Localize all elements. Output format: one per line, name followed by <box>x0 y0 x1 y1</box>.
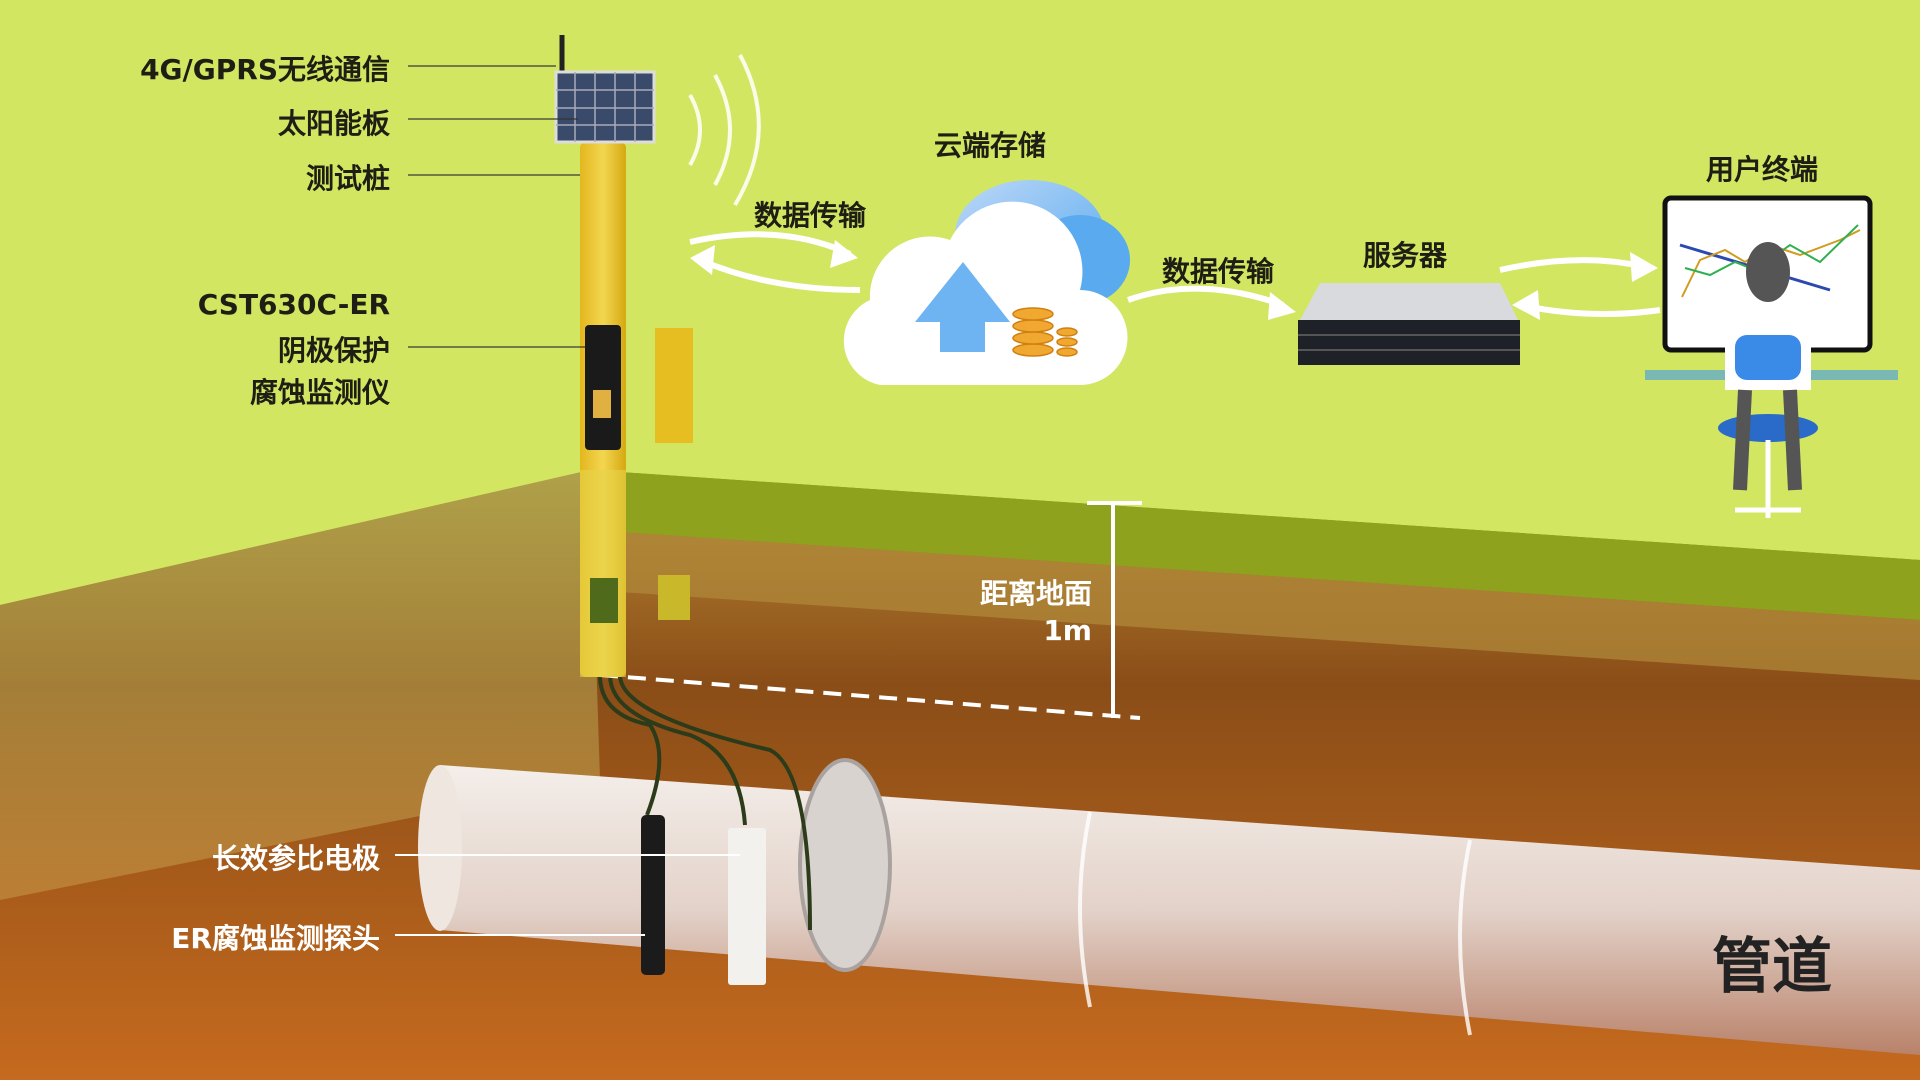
label-data-transfer-1: 数据传输 <box>753 199 867 232</box>
label-solar-panel: 太阳能板 <box>277 107 390 140</box>
label-device-line3: 腐蚀监测仪 <box>249 376 390 409</box>
label-depth-value: 1m <box>1043 614 1092 647</box>
label-data-transfer-2: 数据传输 <box>1161 255 1275 288</box>
label-cloud-storage: 云端存储 <box>933 129 1047 162</box>
reference-electrode <box>728 828 766 985</box>
monitor-device <box>585 325 621 450</box>
test-pile <box>554 35 693 677</box>
label-depth: 距离地面 <box>979 577 1092 610</box>
solar-panel <box>554 70 656 144</box>
label-device-model: CST630C-ER <box>197 288 390 321</box>
label-er-probe: ER腐蚀监测探头 <box>171 922 380 955</box>
pipe-flange <box>798 758 892 972</box>
label-user-terminal: 用户终端 <box>1705 153 1819 186</box>
cloud-storage-icon <box>843 180 1130 385</box>
label-reference-electrode: 长效参比电极 <box>211 842 380 875</box>
server-icon <box>1298 283 1520 365</box>
grass-strip <box>590 470 1920 620</box>
label-device-line2: 阴极保护 <box>277 334 390 367</box>
user-terminal-icon <box>1645 195 1898 518</box>
depth-dashed-line <box>599 673 1141 720</box>
label-wireless: 4G/GPRS无线通信 <box>140 53 390 86</box>
label-server: 服务器 <box>1362 239 1448 272</box>
label-pipeline: 管道 <box>1712 932 1832 1002</box>
pipeline <box>418 758 1920 1055</box>
label-test-pile: 测试桩 <box>305 162 390 195</box>
er-probe <box>641 815 665 975</box>
